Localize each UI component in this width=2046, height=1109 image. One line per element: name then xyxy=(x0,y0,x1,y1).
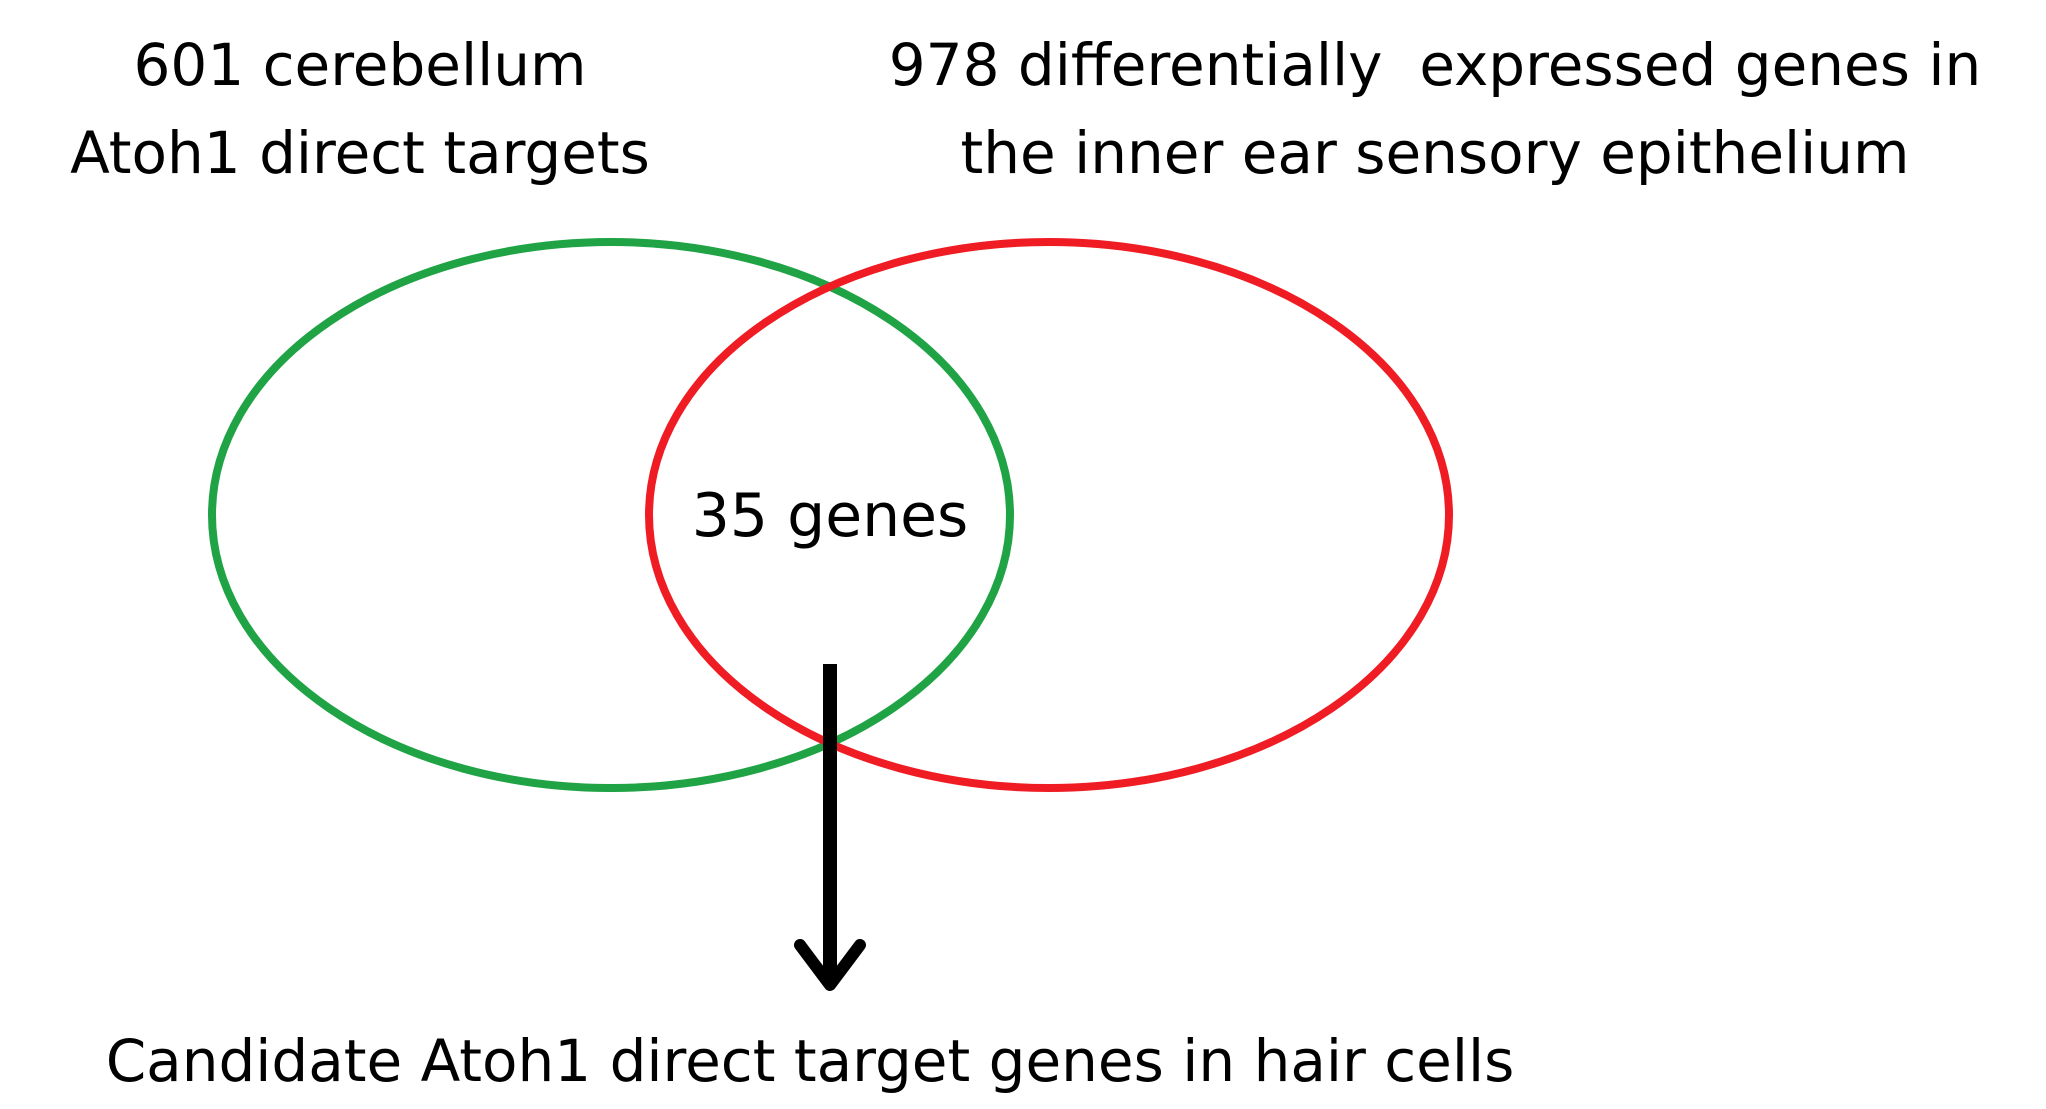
set-b-ellipse xyxy=(645,238,1453,792)
set-a-ellipse xyxy=(208,238,1014,792)
result-label: Candidate Atoh1 direct target genes in h… xyxy=(105,1027,1515,1095)
arrow-head xyxy=(794,939,866,991)
set-b-label-line1: 978 differentially expressed genes in xyxy=(888,31,1982,99)
intersection-label: 35 genes xyxy=(691,481,969,551)
set-a-label-line1: 601 cerebellum xyxy=(133,31,587,99)
set-a-label-line2: Atoh1 direct targets xyxy=(70,119,650,187)
set-b-label-line2: the inner ear sensory epithelium xyxy=(960,119,1910,187)
